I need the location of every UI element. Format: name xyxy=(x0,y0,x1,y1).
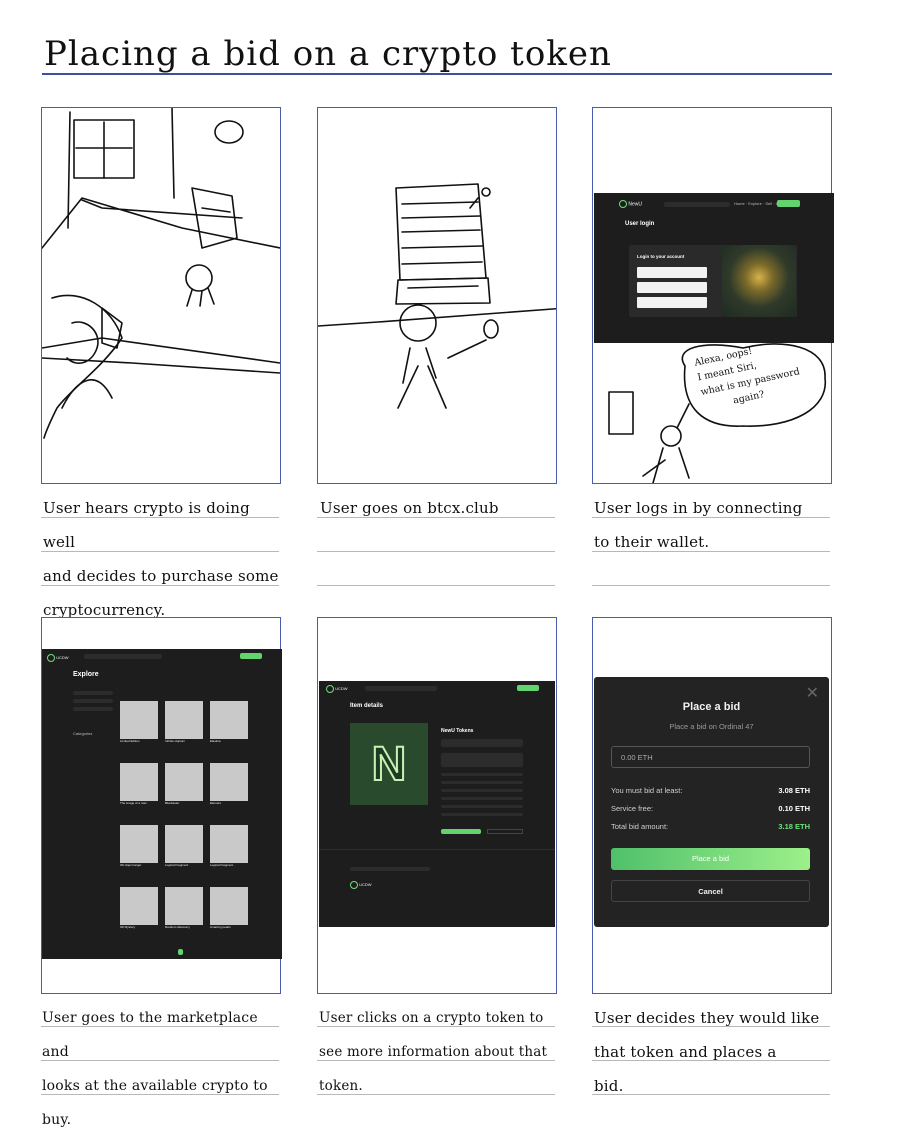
wallet-option-2[interactable] xyxy=(637,282,707,293)
nft-card[interactable]: The image of a man xyxy=(120,763,158,805)
storyboard-panel-2 xyxy=(317,107,557,484)
token-image: N xyxy=(350,723,428,805)
storyboard-panel-1 xyxy=(41,107,281,484)
wallet-option-1[interactable] xyxy=(637,267,707,278)
caption-2: User goes on btcx.club xyxy=(320,499,499,517)
sketch-person-computer xyxy=(318,183,556,409)
nft-card[interactable]: Bluebaster xyxy=(165,763,203,805)
item-details-heading: Item details xyxy=(350,703,384,709)
nft-card[interactable]: Random discovery xyxy=(165,887,203,929)
nft-card[interactable]: Limited Edition xyxy=(120,701,158,743)
bid-button[interactable] xyxy=(487,829,523,834)
min-bid-row: You must bid at least:3.08 ETH xyxy=(611,786,810,795)
login-heading: User login xyxy=(625,221,655,227)
sketch-person-speech-bubble xyxy=(608,343,826,483)
login-screenshot: NewU Home · Explore · Sell · Help User l… xyxy=(594,193,834,343)
explore-screenshot: UCDW Explore Categories Limited Edition … xyxy=(42,649,282,959)
place-bid-button[interactable]: Place a bid xyxy=(611,848,810,870)
total-bid-row: Total bid amount:3.18 ETH xyxy=(611,822,810,831)
nft-card[interactable]: Element xyxy=(210,763,248,805)
place-bid-modal: ✕ Place a bid Place a bid on Ordinal 47 … xyxy=(594,677,829,927)
page-title: Placing a bid on a crypto token xyxy=(44,34,612,74)
item-details-screenshot: UCDW Item details N NewU Tokens UCDW xyxy=(319,681,555,927)
cancel-button[interactable]: Cancel xyxy=(611,880,810,902)
nft-card[interactable]: Infinite Hopium xyxy=(165,701,203,743)
nft-card[interactable]: 3D Mystery xyxy=(120,887,158,929)
nft-card[interactable]: Elastica xyxy=(210,701,248,743)
nft-card[interactable]: Logical Fragment xyxy=(165,825,203,867)
bid-amount-input[interactable]: 0.00 ETH xyxy=(611,746,810,768)
crypto-illustration xyxy=(722,245,796,317)
wallet-option-3[interactable] xyxy=(637,297,707,308)
nft-card[interactable]: 3D object target xyxy=(120,825,158,867)
sketch-room-hands xyxy=(42,108,280,439)
service-fee-row: Service free:0.10 ETH xyxy=(611,804,810,813)
close-icon[interactable]: ✕ xyxy=(805,685,819,702)
buy-button[interactable] xyxy=(441,829,481,834)
title-underline xyxy=(42,73,832,75)
modal-title: Place a bid xyxy=(682,701,741,713)
modal-subtitle: Place a bid on Ordinal 47 xyxy=(669,722,754,731)
explore-heading: Explore xyxy=(73,671,99,678)
nft-card[interactable]: Logical Fragment xyxy=(210,825,248,867)
nft-card[interactable]: Amazing pearls xyxy=(210,887,248,929)
pagination-current[interactable] xyxy=(178,949,183,955)
